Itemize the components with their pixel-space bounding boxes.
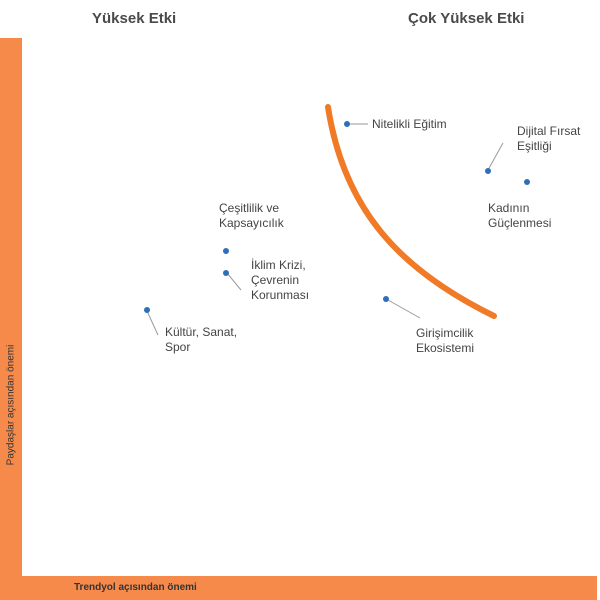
point-cesitlilik	[223, 248, 229, 254]
leader-line-kultur-sanat	[146, 310, 159, 336]
quadrant-title-high-impact: Yüksek Etki	[92, 10, 177, 27]
point-nitelikli-egitim	[344, 121, 350, 127]
leader-line-iklim-krizi	[226, 272, 242, 291]
leader-line-dijital-firsat	[487, 142, 504, 171]
label-girisimcilik: Girişimcilik Ekosistemi	[416, 326, 475, 355]
label-nitelikli-egitim: Nitelikli Eğitim	[372, 117, 447, 131]
point-girisimcilik	[383, 296, 389, 302]
point-iklim-krizi	[223, 270, 229, 276]
point-kultur-sanat	[144, 307, 150, 313]
quadrant-title-very-high-impact: Çok Yüksek Etki	[408, 10, 525, 27]
point-kadinin-guclenmesi	[524, 179, 530, 185]
label-iklim-krizi: İklim Krizi, Çevrenin Korunması	[251, 258, 310, 302]
label-kultur-sanat: Kültür, Sanat, Spor	[165, 325, 238, 354]
point-dijital-firsat	[485, 168, 491, 174]
leader-line-girisimcilik	[387, 299, 421, 319]
label-dijital-firsat: Dijital Fırsat Eşitliği	[517, 124, 581, 153]
label-kadinin-guclenmesi: Kadının Güçlenmesi	[488, 201, 552, 230]
y-axis-bar	[0, 38, 22, 600]
label-cesitlilik: Çeşitlilik ve Kapsayıcılık	[219, 201, 284, 230]
x-axis-bar	[0, 576, 597, 600]
impact-divider-curve	[325, 104, 497, 319]
data-points	[144, 121, 530, 313]
x-axis-label: Trendyol açısından önemi	[74, 582, 197, 593]
leader-lines	[146, 123, 504, 336]
